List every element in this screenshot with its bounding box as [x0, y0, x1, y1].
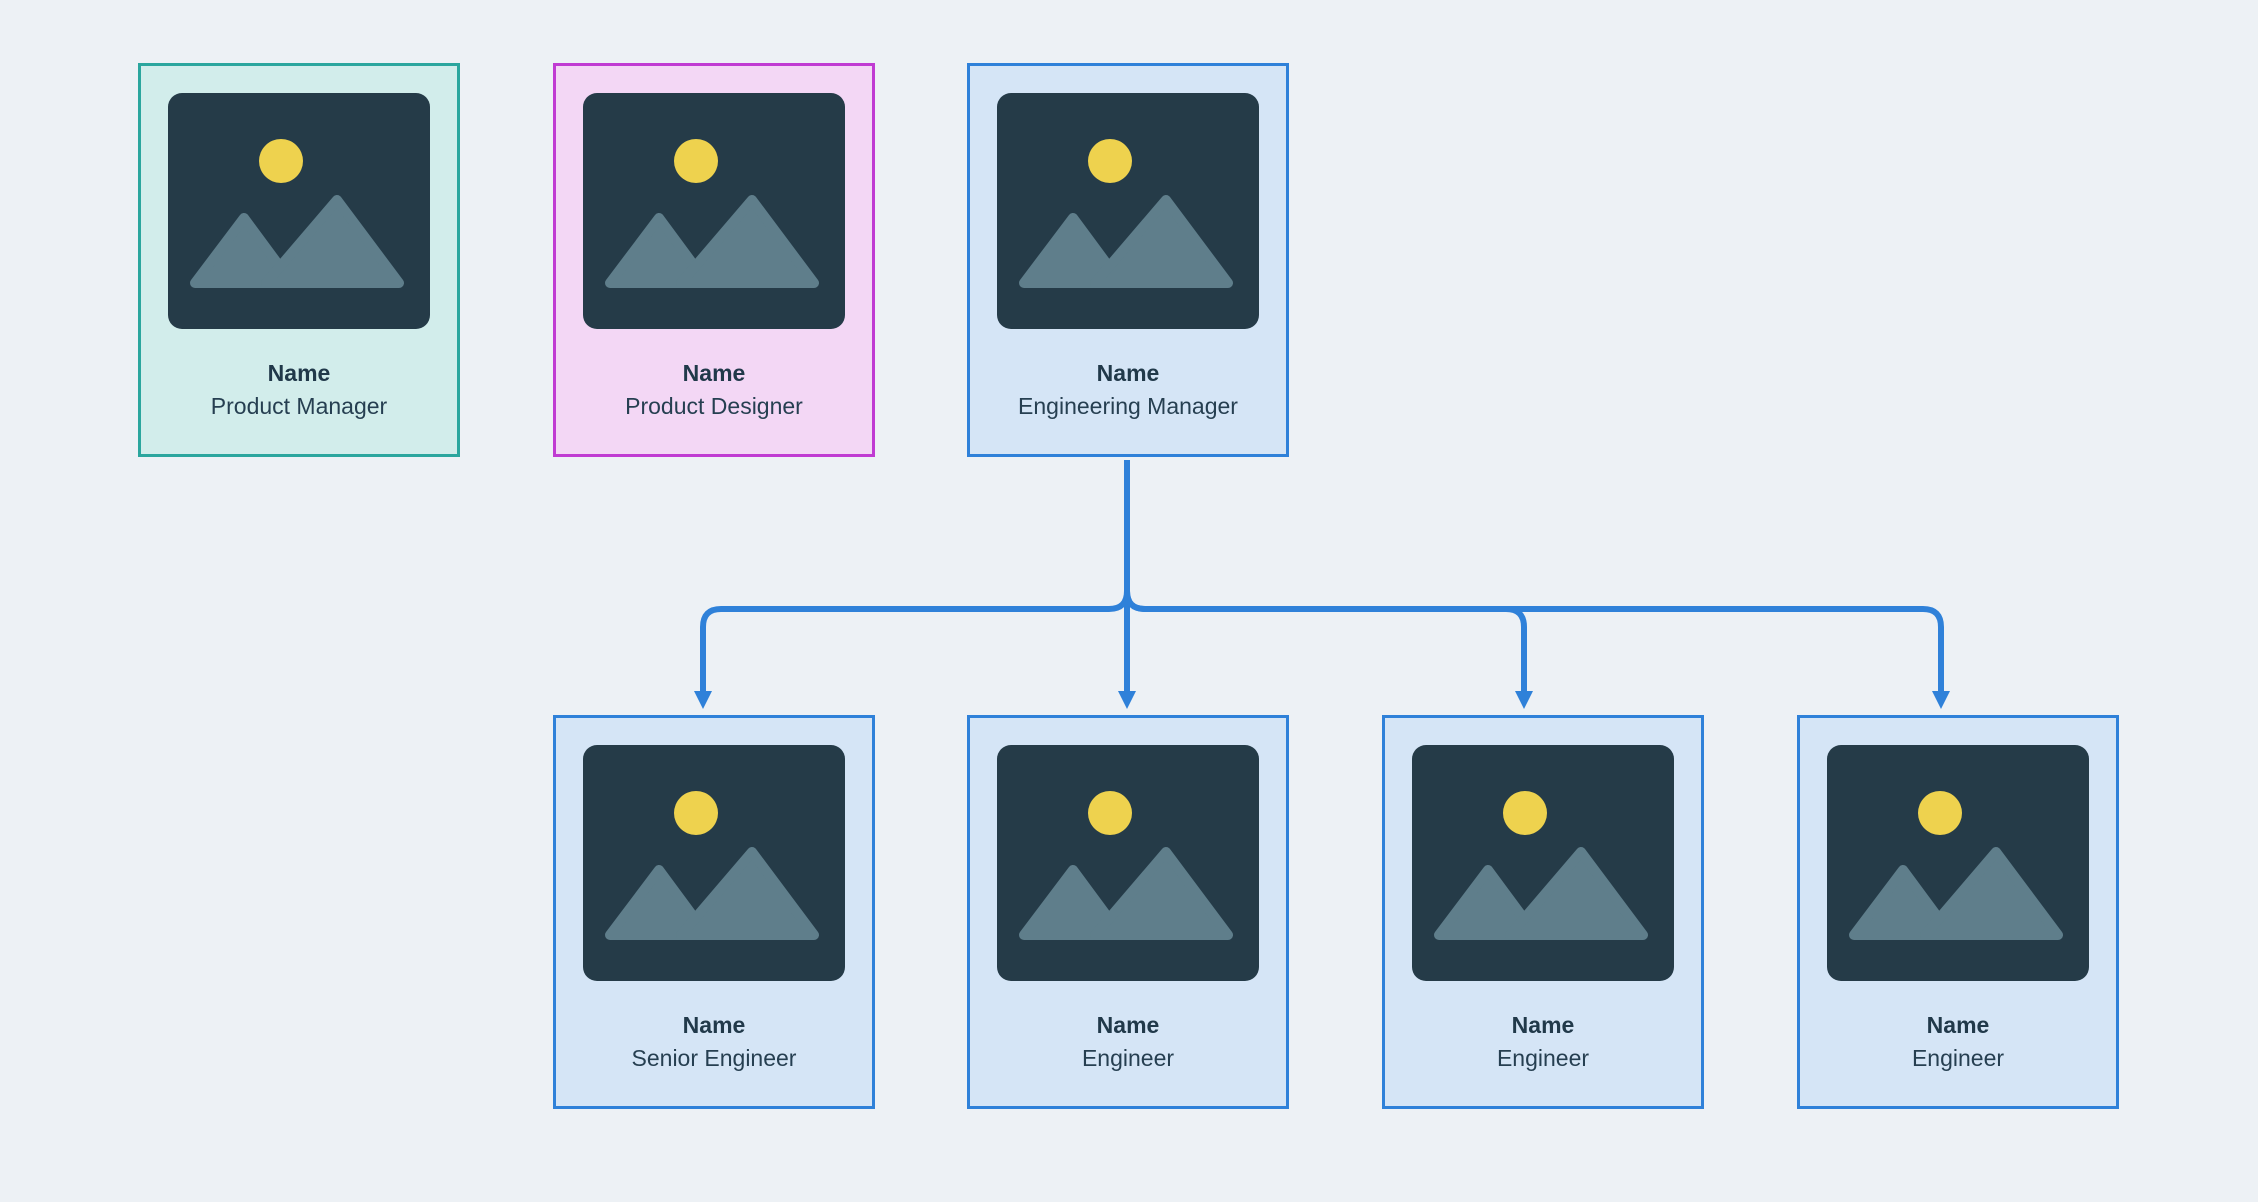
arrowhead-down-icon — [1932, 691, 1950, 709]
person-role: Engineer — [1081, 1045, 1175, 1071]
person-name: Name — [1096, 1012, 1160, 1038]
mountain-small-icon — [190, 213, 297, 288]
image-placeholder — [1412, 745, 1674, 981]
sun-icon — [1503, 791, 1547, 835]
sun-icon — [674, 139, 718, 183]
connector-em-to-engineer-2[interactable] — [1124, 460, 1533, 709]
mountain-small-icon — [1849, 865, 1956, 940]
image-placeholder — [168, 93, 430, 329]
connector-line — [1124, 460, 1944, 693]
arrowhead-down-icon — [1118, 691, 1136, 709]
mountain-large-icon — [1920, 847, 2063, 940]
image-icon — [1434, 791, 1648, 940]
person-role: Senior Engineer — [631, 1045, 797, 1071]
mountain-large-icon — [261, 195, 404, 288]
person-name: Name — [682, 360, 746, 386]
org-card-product-manager[interactable]: Name Product Manager — [138, 63, 460, 457]
mountain-large-icon — [676, 847, 819, 940]
image-icon — [1019, 791, 1233, 940]
arrowhead-down-icon — [1515, 691, 1533, 709]
person-role: Product Designer — [625, 393, 803, 419]
org-card-engineering-manager[interactable]: Name Engineering Manager — [967, 63, 1289, 457]
org-card-engineer-2[interactable]: Name Engineer — [1382, 715, 1704, 1109]
person-role: Engineer — [1496, 1045, 1590, 1071]
mountain-large-icon — [676, 195, 819, 288]
person-name: Name — [267, 360, 331, 386]
sun-icon — [1088, 791, 1132, 835]
org-card-senior-engineer[interactable]: Name Senior Engineer — [553, 715, 875, 1109]
mountain-small-icon — [1434, 865, 1541, 940]
image-placeholder — [583, 93, 845, 329]
connector-line — [1124, 460, 1527, 693]
org-card-engineer-1[interactable]: Name Engineer — [967, 715, 1289, 1109]
image-icon — [605, 791, 819, 940]
mountain-large-icon — [1090, 195, 1233, 288]
mountain-small-icon — [605, 213, 712, 288]
person-name: Name — [1511, 1012, 1575, 1038]
sun-icon — [674, 791, 718, 835]
connector-em-to-engineer-3[interactable] — [1124, 460, 1950, 709]
mountain-small-icon — [605, 865, 712, 940]
image-placeholder — [997, 745, 1259, 981]
mountain-large-icon — [1505, 847, 1648, 940]
connector-line — [700, 460, 1130, 693]
image-icon — [190, 139, 404, 288]
mountain-small-icon — [1019, 213, 1126, 288]
person-name: Name — [682, 1012, 746, 1038]
image-placeholder — [1827, 745, 2089, 981]
image-icon — [1849, 791, 2063, 940]
person-role: Product Manager — [210, 393, 388, 419]
org-card-engineer-3[interactable]: Name Engineer — [1797, 715, 2119, 1109]
image-placeholder — [583, 745, 845, 981]
arrowhead-down-icon — [694, 691, 712, 709]
org-card-product-designer[interactable]: Name Product Designer — [553, 63, 875, 457]
person-name: Name — [1926, 1012, 1990, 1038]
image-icon — [605, 139, 819, 288]
sun-icon — [259, 139, 303, 183]
image-icon — [1019, 139, 1233, 288]
sun-icon — [1918, 791, 1962, 835]
mountain-small-icon — [1019, 865, 1126, 940]
connector-em-to-senior-engineer[interactable] — [694, 460, 1130, 709]
image-placeholder — [997, 93, 1259, 329]
person-role: Engineering Manager — [1018, 393, 1238, 419]
sun-icon — [1088, 139, 1132, 183]
person-role: Engineer — [1911, 1045, 2005, 1071]
person-name: Name — [1096, 360, 1160, 386]
mountain-large-icon — [1090, 847, 1233, 940]
